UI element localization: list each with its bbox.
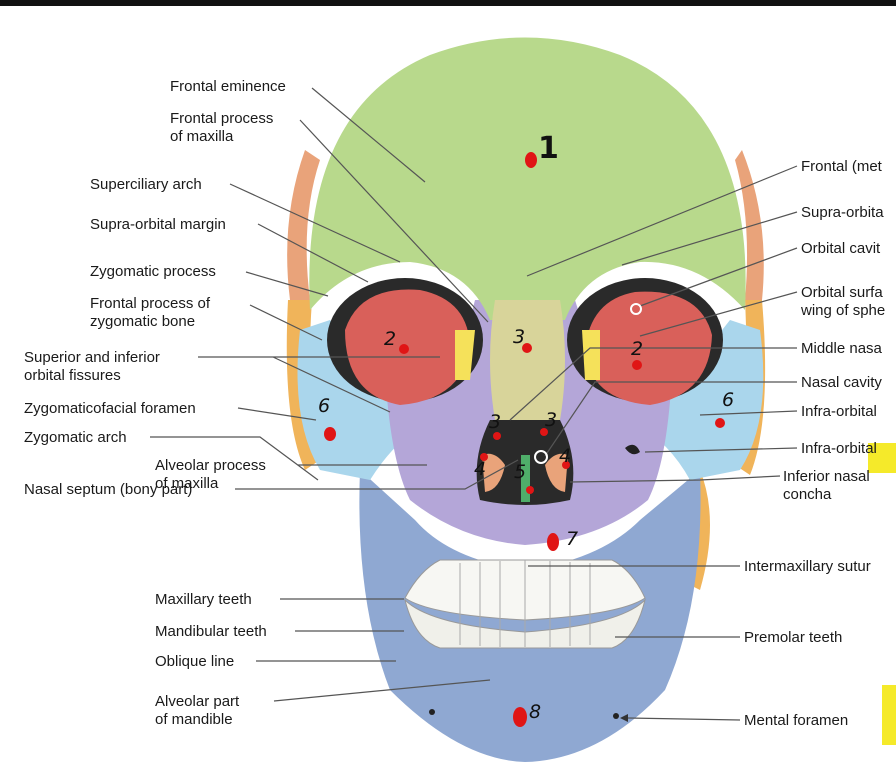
annotation-number: 8	[529, 701, 541, 723]
label-zygomatic-arch: Zygomatic arch	[24, 429, 127, 446]
label-supra-orbital: Supra-orbita	[801, 204, 884, 221]
marker-4-left	[480, 453, 488, 461]
label-nasal-septum: Nasal septum (bony part)	[24, 481, 192, 498]
right-labels: Frontal (met Supra-orbita Orbital cavit …	[744, 158, 885, 729]
orbit-left-ethmoid	[455, 330, 475, 380]
annotation-number: 3	[545, 409, 557, 431]
label-infra-orbital-1: Infra-orbital	[801, 403, 877, 420]
label-frontal-eminence: Frontal eminence	[170, 78, 286, 95]
annotation-number: 7	[566, 528, 578, 550]
highlight-infra-orbital	[868, 443, 896, 473]
parietal-bone-left	[287, 150, 320, 300]
annotation-number: 2	[631, 338, 643, 360]
marker-1	[525, 152, 537, 168]
mental-foramen-right	[613, 713, 619, 719]
annotation-number: 1	[538, 131, 559, 166]
annotation-number: 6	[318, 395, 330, 417]
marker-7	[547, 533, 559, 551]
label-zygomaticofacial-foramen: Zygomaticofacial foramen	[24, 400, 196, 417]
infra-orbital-foramen-right	[625, 444, 640, 455]
annotation-number: 5	[514, 461, 526, 483]
label-middle-nasal: Middle nasa	[801, 340, 883, 357]
nasal-bones	[490, 300, 565, 420]
marker-4-right	[562, 461, 570, 469]
label-nasal-cavity: Nasal cavity	[801, 374, 882, 391]
annotation-number: 4	[474, 458, 486, 480]
frontal-bone	[309, 37, 746, 320]
label-oblique-line: Oblique line	[155, 653, 234, 670]
annotation-number: 3	[489, 411, 501, 433]
marker-2-right	[632, 360, 642, 370]
marker-5	[526, 486, 534, 494]
label-maxillary-teeth: Maxillary teeth	[155, 591, 252, 608]
skull-illustration	[286, 37, 896, 762]
orbit-right-ethmoid	[582, 330, 600, 380]
red-markers	[324, 152, 725, 727]
label-premolar-teeth: Premolar teeth	[744, 629, 842, 646]
mental-foramen-left	[429, 709, 435, 715]
tooth-lines	[459, 560, 591, 647]
label-zygomatic-process: Zygomatic process	[90, 263, 216, 280]
marker-2-left	[399, 344, 409, 354]
marker-8	[513, 707, 527, 727]
annotation-number: 2	[384, 328, 396, 350]
handwritten-numbers: 1 2 2 3 3 3 4 4 5 6 6 7 8	[318, 131, 734, 723]
annotation-number: 4	[559, 445, 571, 467]
label-orbital-cavity: Orbital cavit	[801, 240, 881, 257]
marker-3-right	[540, 428, 548, 436]
marker-3-left	[493, 432, 501, 440]
label-frontal-metopic: Frontal (met	[801, 158, 883, 175]
top-border	[0, 0, 896, 6]
highlight-mental	[882, 685, 896, 745]
marker-3-top	[522, 343, 532, 353]
inferior-concha-right	[545, 453, 568, 492]
label-mental-foramen: Mental foramen	[744, 712, 848, 729]
leader-lines	[150, 87, 798, 722]
annotation-number: 6	[722, 389, 734, 411]
label-superciliary-arch: Superciliary arch	[90, 176, 202, 193]
label-supra-orbital-margin: Supra-orbital margin	[90, 216, 226, 233]
marker-6-left	[324, 427, 336, 441]
label-infra-orbital-2: Infra-orbital	[801, 440, 877, 457]
label-intermaxillary-suture: Intermaxillary sutur	[744, 558, 871, 575]
marker-6-right	[715, 418, 725, 428]
mandibular-teeth-shape	[404, 598, 646, 649]
annotation-number: 3	[513, 326, 525, 348]
label-mandibular-teeth: Mandibular teeth	[155, 623, 267, 640]
